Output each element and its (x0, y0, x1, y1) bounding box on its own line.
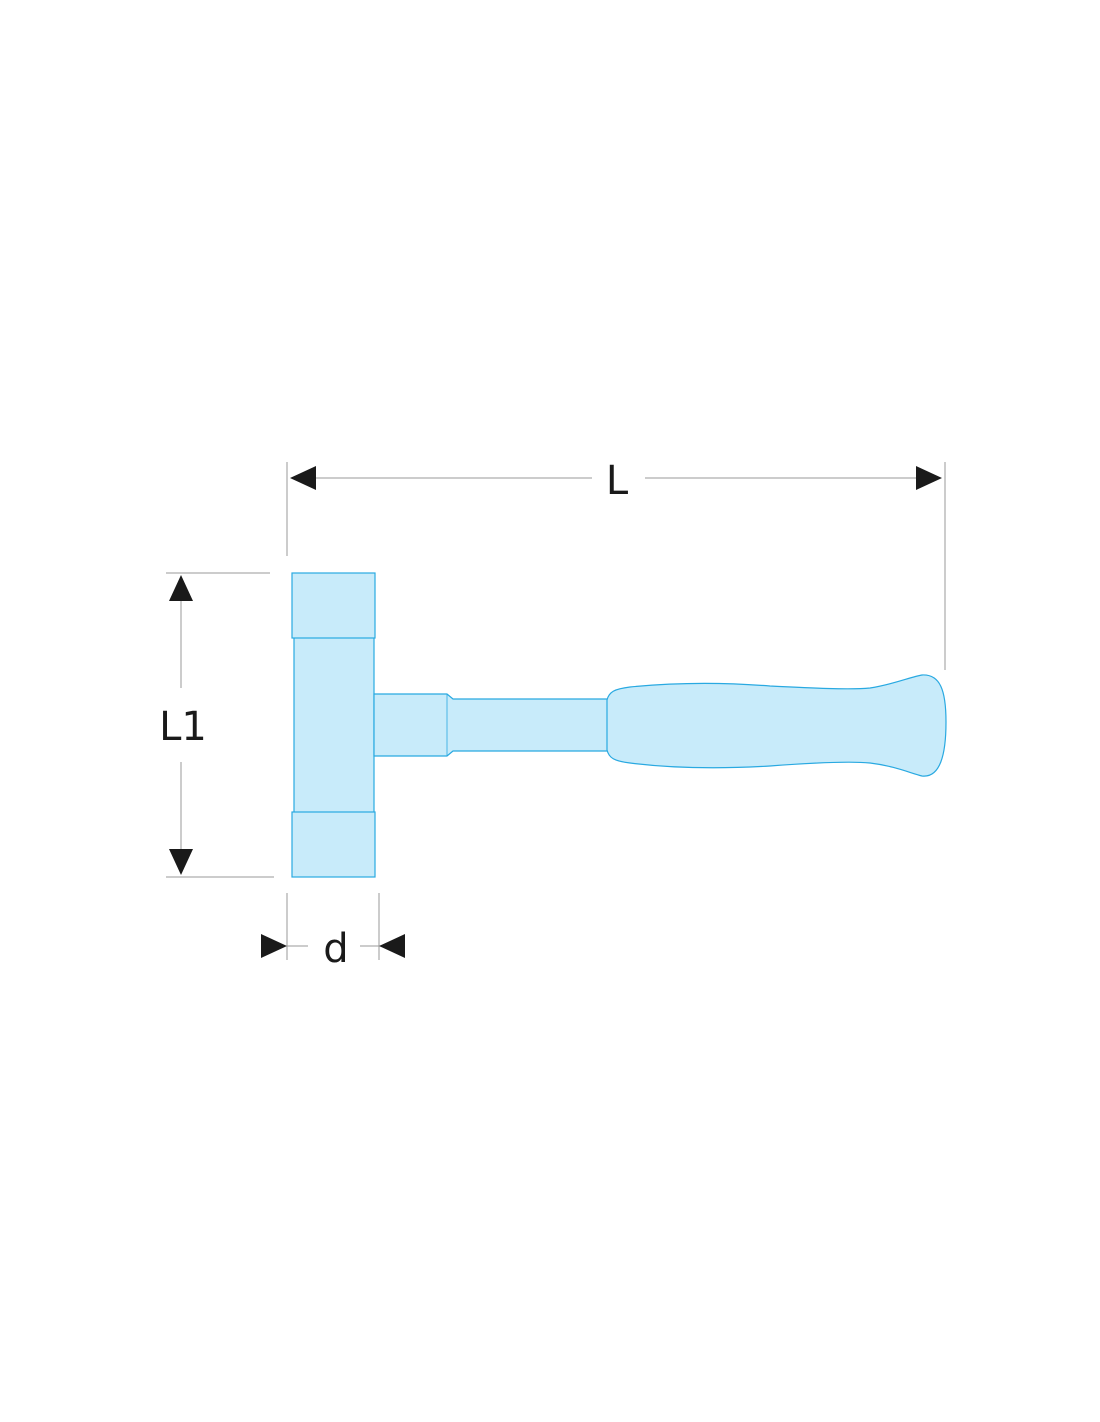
hammer-grip (606, 674, 947, 777)
extension-lines (166, 462, 946, 960)
hammer-shaft (373, 693, 611, 757)
head-diameter-label: d (323, 926, 348, 972)
arrow-left-icon (290, 466, 316, 490)
arrow-up-icon (169, 575, 193, 601)
hammer-head-bottom-face (291, 811, 376, 878)
dimension-head-diameter: d (261, 926, 405, 972)
dimension-length: L (290, 458, 942, 504)
arrow-right-icon (261, 934, 287, 958)
hammer-head-top-face (291, 572, 376, 639)
arrow-right-icon (916, 466, 942, 490)
dead-blow-hammer (291, 572, 947, 878)
head-length-label: L1 (159, 704, 207, 750)
hammer-head-body (293, 636, 375, 814)
dimension-head-length: L1 (159, 575, 207, 875)
arrow-down-icon (169, 849, 193, 875)
length-label: L (606, 458, 629, 504)
arrow-left-icon (379, 934, 405, 958)
